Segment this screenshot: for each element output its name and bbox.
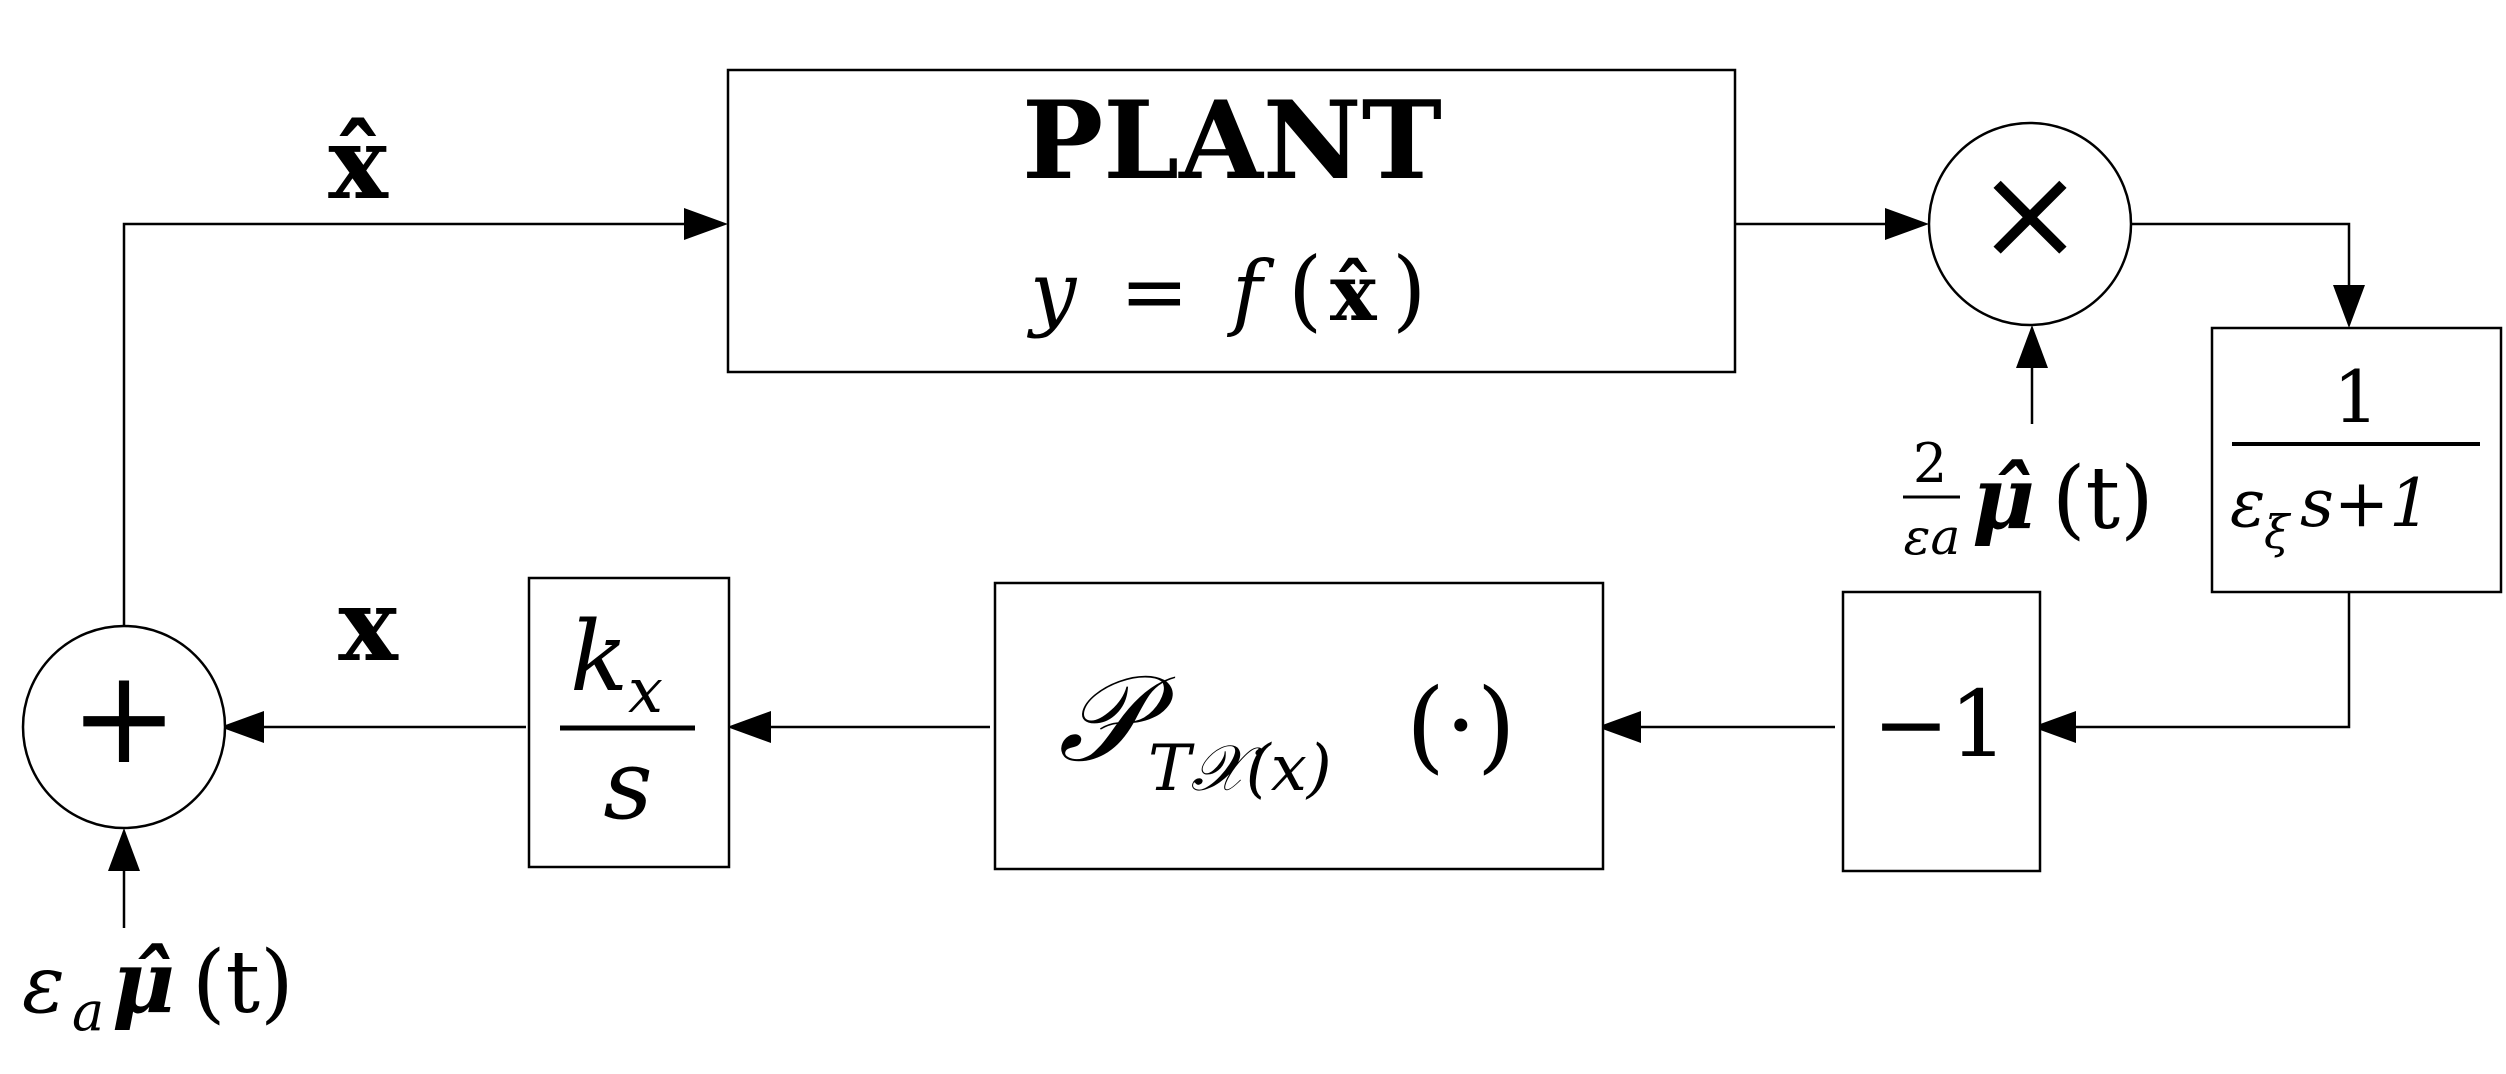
multiplier-node: [1927, 121, 2133, 327]
gain-block: [1841, 590, 2042, 873]
summer-node: [21, 624, 227, 830]
integrator-block: [527, 576, 731, 869]
arrowhead-into-integrator: [727, 711, 771, 743]
filter-output-line: [2070, 592, 2351, 729]
plant-equation: y = f ( x̂ ): [1026, 238, 1426, 341]
multiplier-input-label: 2 εa μ̂ (t): [1903, 432, 2154, 566]
arrowhead-into-multiplier-bottom: [2016, 325, 2048, 368]
plant-equation-open-paren: (: [1288, 238, 1322, 341]
coef-denominator: εa: [1904, 508, 1961, 566]
arrowhead-into-filter: [2333, 285, 2365, 328]
plant-equation-close-paren: ): [1392, 238, 1426, 341]
integrator-gain-k: k: [570, 601, 628, 713]
xhat-signal-line: [122, 222, 690, 625]
plant-equation-xhat: x̂: [1330, 248, 1378, 339]
filter-denominator-eps: ε: [2230, 465, 2265, 542]
filter-block: [2210, 326, 2503, 594]
summer-input-label: ε a μ̂ (t): [22, 932, 294, 1043]
integrator-gain-sub: x: [628, 654, 663, 727]
filter-transfer-function: 1 ε ξ s+1: [2230, 355, 2480, 559]
arrowhead-into-projection: [1597, 711, 1641, 743]
filter-numerator: 1: [2333, 355, 2379, 439]
perturbation-eps: ε: [22, 938, 65, 1031]
multiplier-symbol: ×: [1976, 137, 2085, 289]
integrator-denominator: s: [603, 729, 652, 841]
projection-block: [993, 581, 1605, 871]
perturbation-signal-mu: μ̂: [112, 932, 175, 1033]
integrator-transfer-function: k x s: [560, 601, 695, 841]
arrowhead-into-multiplier: [1885, 208, 1929, 240]
perturbation-signal-time: (t): [192, 933, 294, 1033]
arrowhead-into-summer-bottom: [108, 828, 140, 871]
plant-equation-y: y: [1026, 245, 1078, 340]
perturbation-eps-sub: a: [72, 980, 104, 1043]
arrowhead-into-plant: [684, 208, 728, 240]
arrowhead-into-summer: [220, 711, 264, 743]
projection-subscript: T𝒳(x): [1148, 732, 1332, 806]
multiplier-output-line: [2130, 222, 2351, 290]
coef-numerator: 2: [1913, 432, 1947, 495]
signal-x-label: x: [338, 566, 399, 684]
plant-title: PLANT: [1022, 78, 1442, 204]
projection-argument: (·): [1406, 667, 1516, 784]
gain-value: −1: [1872, 671, 2008, 778]
plant-block: [726, 68, 1737, 374]
dither-signal-time: (t): [2052, 449, 2154, 549]
dither-signal-mu: μ̂: [1972, 448, 2035, 549]
filter-denominator-sub: ξ: [2264, 505, 2292, 559]
plant-equation-equals: =: [1120, 245, 1189, 340]
signal-xhat-label: x̂: [328, 104, 389, 222]
summer-symbol: +: [70, 641, 179, 793]
filter-denominator-rest: s+1: [2300, 465, 2431, 542]
arrowhead-into-gain: [2032, 711, 2076, 743]
